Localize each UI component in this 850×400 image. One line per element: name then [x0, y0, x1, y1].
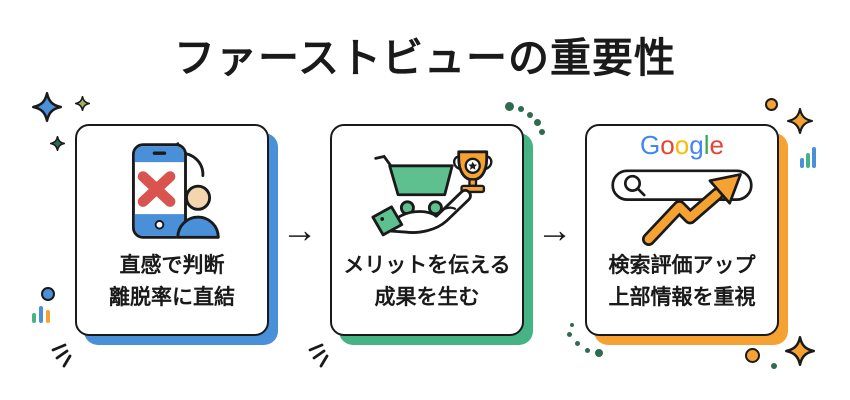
card-text: 検索評価アップ 上部情報を重視 [609, 250, 756, 314]
bar-chart-icon [32, 306, 52, 323]
card-line-1: 検索評価アップ [608, 254, 756, 277]
google-logo: Google [640, 132, 724, 158]
sparkle-icon [785, 336, 815, 366]
sparkle-icon [50, 136, 65, 151]
dot-icon [765, 98, 778, 111]
sparkle-icon [787, 108, 813, 134]
dot-icon [570, 323, 574, 327]
card-line-1: メリットを伝える [343, 254, 511, 277]
arrow-right-icon: → [281, 209, 318, 250]
google-logo-letter: g [689, 130, 704, 160]
emphasis-lines-icon [51, 343, 72, 368]
google-logo-letter: e [709, 130, 724, 160]
card-line-2: 離脱率に直結 [109, 285, 235, 309]
dot-icon [518, 106, 524, 112]
dot-icon [745, 348, 760, 363]
cart-trophy-icon [361, 132, 493, 250]
dot-icon [771, 363, 777, 369]
dot-icon [41, 287, 55, 301]
cards-row: 直感で判断 離脱率に直結 → [75, 124, 779, 336]
google-logo-letter: o [660, 130, 675, 160]
card-text: メリットを伝える 成果を生む [343, 250, 510, 314]
google-logo-letter: G [640, 130, 661, 160]
card-text: 直感で判断 離脱率に直結 [109, 250, 235, 314]
emphasis-lines-icon [308, 343, 329, 368]
google-logo-letter: l [703, 130, 710, 160]
card-convey-merit: メリットを伝える 成果を生む [330, 124, 524, 336]
phone-exit-icon [114, 132, 230, 250]
arrow-right-icon: → [536, 209, 573, 250]
card-search-evaluation: Google 検索評価アップ 上部情報を重視 [585, 124, 779, 336]
page-title: ファーストビューの重要性 [174, 35, 676, 81]
google-logo-letter: o [674, 130, 690, 160]
card-line-2: 成果を生む [374, 285, 480, 309]
bar-chart-icon [800, 147, 820, 168]
card-line-2: 上部情報を重視 [608, 285, 756, 309]
dot-icon [585, 348, 590, 353]
dot-icon [527, 112, 533, 118]
sparkle-icon [32, 92, 62, 122]
dot-icon [567, 332, 572, 337]
google-search-icon: Google [602, 132, 762, 250]
sparkle-icon [75, 96, 90, 111]
dot-icon [575, 341, 580, 346]
dot-icon [595, 349, 603, 357]
card-first-impression: 直感で判断 離脱率に直結 [75, 124, 269, 336]
dot-icon [539, 129, 545, 135]
card-line-1: 直感で判断 [119, 254, 225, 277]
dot-icon [505, 102, 514, 111]
dot-icon [534, 119, 541, 126]
